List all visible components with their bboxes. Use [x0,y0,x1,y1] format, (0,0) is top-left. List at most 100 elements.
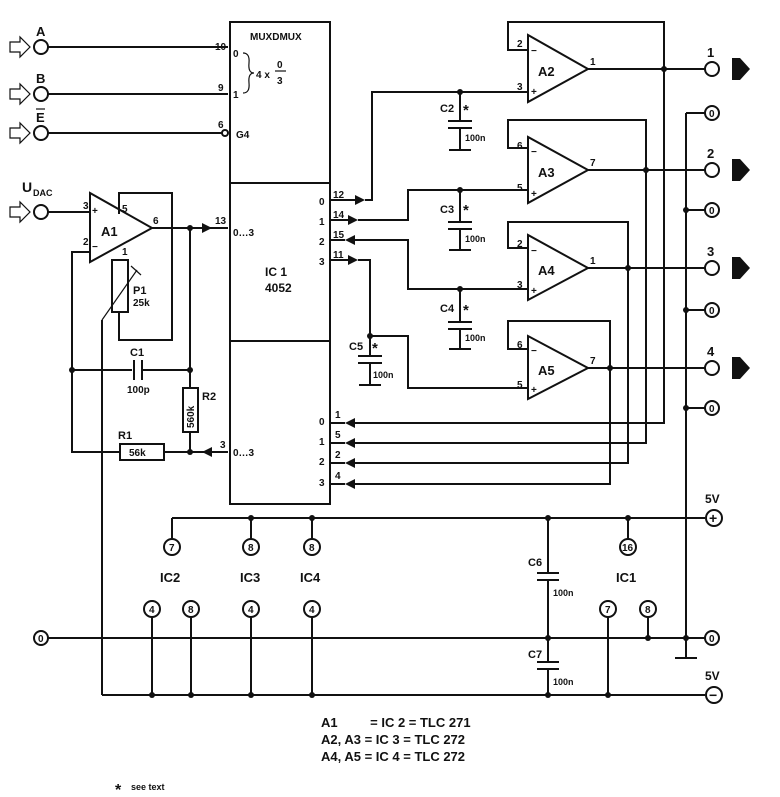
mux-ch-top-2: 2 [319,237,325,248]
mux-ch-bot-3: 3 [319,478,325,489]
a3-minus: − [531,147,537,158]
ic1-vee-label: 7 [605,605,611,616]
minus5v-sym: − [709,687,717,703]
minus5v-label: 5V [705,669,720,683]
c6-label: C6 [528,557,542,569]
c4-value: 100n [465,333,486,343]
zero-terminal-right: 0 [704,630,720,646]
output-4: 4 [704,344,750,379]
input-udac: U DAC [9,179,90,224]
resistor-r1: 56k R1 [118,430,165,461]
gnd-4-label: 0 [709,404,715,415]
a2-pin-2: 2 [517,39,523,50]
ic3-vcc-label: 8 [248,543,254,554]
a5-plus: + [531,385,537,396]
opamp-a4: A4 − + 2 3 1 [517,233,596,302]
gnd-terminal-3: 0 [704,302,720,318]
a4-pin-3: 3 [517,280,523,291]
input-a: A [9,24,228,59]
output-2-label: 2 [707,146,714,161]
legend-star: * [115,782,122,797]
a1-pin-5: 5 [122,204,128,215]
a1-pin-1: 1 [122,247,128,258]
a1-pin-6: 6 [153,216,159,227]
ic4-vee-label: 4 [309,605,315,616]
gnd-terminal-2: 0 [704,202,720,218]
ic2-vee-pin: 4 [143,600,161,695]
plus5v-terminal: + 5V [705,492,723,527]
mux-pin-3: 3 [220,440,226,451]
a2-plus: + [531,87,537,98]
a4-pin-2: 2 [517,239,523,250]
a1-pin-2: 2 [83,237,89,248]
capacitor-c5: C5 * 100n [349,336,394,386]
ic1-label: IC1 [616,570,636,585]
mux-pin-15: 15 [333,230,345,241]
ic3-vee-label: 4 [248,605,254,616]
ic1-vee-pin: 7 [599,600,617,695]
a5-pin-7: 7 [590,356,596,367]
c1-label: C1 [130,347,144,359]
trimmer-p1: P1 25k [101,259,150,321]
mux-pin-6: 6 [218,120,224,131]
legend-line-1: A1 = IC 2 = TLC 271 [321,715,471,730]
r2-value: 560k [186,405,197,428]
ic2-vcc-label: 7 [169,543,175,554]
a1-plus: + [92,206,98,217]
a1-minus: − [92,242,98,253]
mux-frac-bot: 3 [277,76,283,87]
udac-sub-label: DAC [33,188,53,198]
legend-note: see text [131,782,165,792]
input-e: E [9,108,229,145]
r1-value: 56k [129,448,146,459]
a1-pin-3: 3 [83,201,89,212]
mux-pin-2: 2 [335,450,341,461]
gnd-3-label: 0 [709,306,715,317]
a3-plus: + [531,189,537,200]
a2-pin-1: 1 [590,57,596,68]
a5-label: A5 [538,363,555,378]
ic4-vcc-label: 8 [309,543,315,554]
c5-label: C5 [349,341,363,353]
c4-label: C4 [440,303,455,315]
udac-label: U [22,179,32,195]
a2-pin-3: 3 [517,82,523,93]
mux-pin-13: 13 [215,216,227,227]
gnd-1-label: 0 [709,109,715,120]
c7-label: C7 [528,649,542,661]
ic2-vcc-pin: 7 [163,538,181,556]
p1-value: 25k [133,298,150,309]
mux-sel-1: 1 [233,90,239,101]
mux-title: MUXDMUX [250,32,302,43]
ic1-vcc-label: 16 [622,543,634,554]
mux-part: 4052 [265,281,292,295]
ic4-vee-pin: 4 [303,600,321,695]
ic2-gnd-pin: 8 [182,600,200,695]
a4-label: A4 [538,263,555,278]
ic1-vcc-pin: 16 [619,538,637,556]
capacitor-c2: C2 * 100n [440,92,486,151]
mux-pin-4: 4 [335,471,341,482]
capacitor-c1: C1 100p [127,347,190,396]
capacitor-c4: C4 * 100n [440,289,486,350]
gnd-2-label: 0 [709,206,715,217]
opamp-a1: A1 + − 3 2 5 6 1 [83,191,159,264]
output-3-label: 3 [707,244,714,259]
r1-label: R1 [118,430,132,442]
mux-g4: G4 [236,130,250,141]
ic1-gnd-label: 8 [645,605,651,616]
zero-right-label: 0 [709,634,715,645]
mux-pin-9: 9 [218,83,224,94]
c2-label: C2 [440,103,454,115]
ic1-gnd-pin: 8 [639,600,657,638]
a5-pin-5: 5 [517,380,523,391]
c2-value: 100n [465,133,486,143]
mux-pin-10: 10 [215,42,227,53]
r2-label: R2 [202,391,216,403]
mux-pin-11: 11 [333,250,344,261]
p1-label: P1 [133,285,146,297]
mux-ch-bot-2: 2 [319,457,325,468]
capacitor-c3: C3 * 100n [440,190,486,251]
c2-star: * [463,102,469,119]
